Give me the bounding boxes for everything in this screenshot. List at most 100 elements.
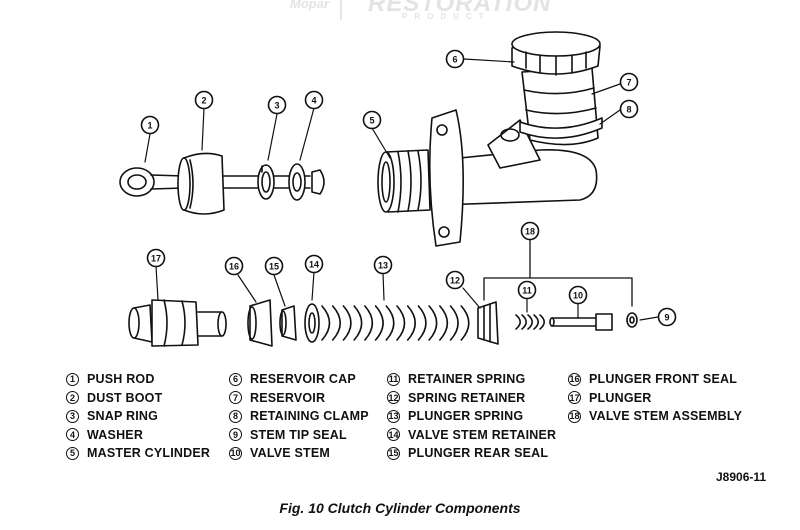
callout-2: 2 bbox=[194, 90, 214, 110]
svg-text:12: 12 bbox=[450, 276, 460, 286]
legend-label: PLUNGER bbox=[589, 390, 652, 405]
legend-label: PLUNGER SPRING bbox=[408, 409, 524, 424]
callout-5: 5 bbox=[362, 110, 382, 130]
legend-label: PUSH ROD bbox=[87, 372, 155, 387]
washer-drawing bbox=[288, 163, 306, 201]
legend-number: 5 bbox=[66, 446, 79, 460]
svg-text:8: 8 bbox=[626, 105, 631, 115]
legend-number: 12 bbox=[387, 391, 400, 405]
callout-7: 7 bbox=[619, 72, 639, 92]
plunger-rear-seal-drawing bbox=[279, 305, 297, 341]
plunger-front-seal-drawing bbox=[247, 299, 273, 347]
svg-text:13: 13 bbox=[378, 261, 388, 271]
legend-item: 2 DUST BOOT bbox=[66, 389, 210, 408]
legend-number: 15 bbox=[387, 446, 400, 460]
legend-label: DUST BOOT bbox=[87, 390, 163, 405]
svg-text:3: 3 bbox=[274, 101, 279, 111]
legend-item: 14 VALVE STEM RETAINER bbox=[387, 426, 556, 445]
legend-number: 2 bbox=[66, 391, 79, 405]
plunger-spring-drawing bbox=[321, 305, 470, 341]
figure-code: J8906-11 bbox=[716, 470, 767, 484]
legend-number: 8 bbox=[229, 409, 242, 423]
legend-label: PLUNGER REAR SEAL bbox=[408, 446, 549, 461]
legend-label: RETAINER SPRING bbox=[408, 372, 526, 387]
legend-label: STEM TIP SEAL bbox=[250, 427, 347, 442]
valve-stem-assembly-bracket bbox=[483, 239, 633, 307]
watermark-title: RESTORATION bbox=[368, 0, 552, 17]
exploded-diagram: 1 2 3 4 5 6 7 8 9 10 11 12 13 14 15 16 1… bbox=[119, 31, 677, 347]
callout-11: 11 bbox=[517, 280, 537, 300]
legend-label: VALVE STEM RETAINER bbox=[408, 427, 557, 442]
callout-14: 14 bbox=[304, 254, 324, 274]
callout-9: 9 bbox=[657, 307, 677, 327]
legend-number: 16 bbox=[568, 372, 581, 386]
svg-text:14: 14 bbox=[309, 260, 319, 270]
legend-item: 4 WASHER bbox=[66, 426, 210, 445]
watermark-brand: Mopar bbox=[290, 0, 329, 11]
snap-ring-drawing bbox=[257, 164, 275, 200]
legend-label: PLUNGER FRONT SEAL bbox=[589, 372, 738, 387]
legend-item: 8 RETAINING CLAMP bbox=[229, 407, 369, 426]
legend-label: SPRING RETAINER bbox=[408, 390, 526, 405]
legend-number: 1 bbox=[66, 372, 79, 386]
legend-item: 6 RESERVOIR CAP bbox=[229, 370, 369, 389]
legend-label: WASHER bbox=[87, 427, 144, 442]
valve-stem-drawing bbox=[549, 313, 613, 331]
reservoir-cap-drawing bbox=[511, 31, 601, 76]
callout-3: 3 bbox=[267, 95, 287, 115]
callout-1: 1 bbox=[140, 115, 160, 135]
watermark-divider bbox=[340, 0, 342, 20]
retaining-clamp-drawing bbox=[519, 117, 603, 139]
legend-item: 11 RETAINER SPRING bbox=[387, 370, 556, 389]
legend-number: 18 bbox=[568, 409, 581, 423]
legend-number: 7 bbox=[229, 391, 242, 405]
svg-text:17: 17 bbox=[151, 254, 161, 264]
svg-text:2: 2 bbox=[201, 96, 206, 106]
legend-number: 6 bbox=[229, 372, 242, 386]
legend-label: SNAP RING bbox=[87, 409, 159, 424]
legend-item: 1 PUSH ROD bbox=[66, 370, 210, 389]
legend-number: 4 bbox=[66, 428, 79, 442]
legend-label: RESERVOIR CAP bbox=[250, 372, 356, 387]
callout-6: 6 bbox=[445, 49, 465, 69]
spring-coil bbox=[515, 314, 545, 330]
svg-text:5: 5 bbox=[369, 116, 374, 126]
legend-number: 11 bbox=[387, 372, 400, 386]
svg-text:7: 7 bbox=[626, 78, 631, 88]
legend-label: RETAINING CLAMP bbox=[250, 409, 369, 424]
svg-text:4: 4 bbox=[311, 96, 316, 106]
callout-17: 17 bbox=[146, 248, 166, 268]
svg-text:16: 16 bbox=[229, 262, 239, 272]
callout-8: 8 bbox=[619, 99, 639, 119]
leader-lines bbox=[144, 58, 659, 321]
plunger-drawing bbox=[128, 299, 227, 347]
master-cylinder-drawing bbox=[377, 109, 598, 247]
svg-text:18: 18 bbox=[525, 227, 535, 237]
legend-item: 16 PLUNGER FRONT SEAL bbox=[568, 370, 742, 389]
dust-boot-drawing bbox=[177, 152, 225, 215]
legend-number: 14 bbox=[387, 428, 400, 442]
callout-10: 10 bbox=[568, 285, 588, 305]
legend-number: 17 bbox=[568, 391, 581, 405]
push-rod-drawing bbox=[119, 167, 325, 197]
legend-label: MASTER CYLINDER bbox=[87, 446, 211, 461]
watermark-subtitle: PRODUCT bbox=[402, 12, 491, 21]
svg-text:1: 1 bbox=[147, 121, 152, 131]
legend-label: VALVE STEM bbox=[250, 446, 331, 461]
callout-12: 12 bbox=[445, 270, 465, 290]
callout-18: 18 bbox=[520, 221, 540, 241]
svg-text:11: 11 bbox=[522, 286, 532, 296]
callout-13: 13 bbox=[373, 255, 393, 275]
valve-stem-retainer-drawing bbox=[304, 303, 320, 343]
callout-4: 4 bbox=[304, 90, 324, 110]
legend-number: 10 bbox=[229, 446, 242, 460]
legend-item: 15 PLUNGER REAR SEAL bbox=[387, 444, 556, 463]
spring-retainer-drawing bbox=[477, 301, 499, 345]
